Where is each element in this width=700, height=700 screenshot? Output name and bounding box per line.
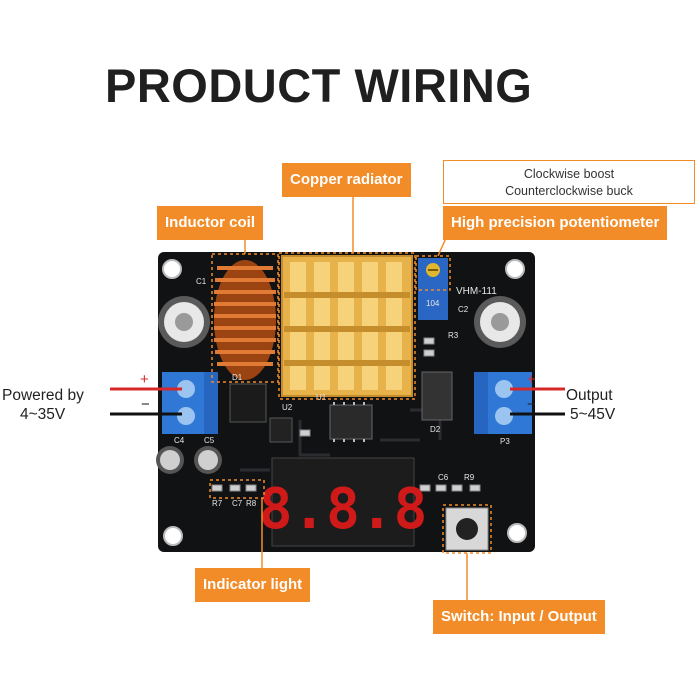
silk-r3: R3 (448, 331, 459, 340)
capacitor-c5 (194, 446, 222, 474)
controller-chip (329, 402, 373, 442)
potentiometer-note-line2: Counterclockwise buck (505, 184, 633, 198)
output-plus-sign: + (527, 371, 536, 388)
capacitor-c1 (158, 296, 210, 348)
push-button (445, 507, 489, 551)
callout-line-potentiometer (437, 237, 447, 257)
silk-r9: R9 (464, 473, 475, 482)
output-terminal (474, 372, 532, 434)
input-plus-sign: + (140, 371, 149, 388)
silk-u2: U2 (282, 403, 293, 412)
silk-model: VHM-111 (456, 286, 497, 297)
silk-u1: U1 (316, 393, 327, 402)
potentiometer (418, 258, 448, 320)
label-copper-radiator: Copper radiator (282, 163, 411, 197)
capacitor-c4 (156, 446, 184, 474)
silk-d2: D2 (430, 425, 441, 434)
label-switch: Switch: Input / Output (433, 600, 605, 634)
transistor-u2 (269, 417, 293, 443)
input-minus-sign: − (141, 396, 150, 413)
silk-c4: C4 (174, 436, 185, 445)
page-title: PRODUCT WIRING (105, 59, 533, 112)
output-label: Output 5~45V (566, 386, 615, 424)
input-label-line2: 4~35V (20, 406, 66, 423)
smd-components (211, 337, 481, 492)
label-indicator-light: Indicator light (195, 568, 311, 602)
highlight-potentiometer (415, 255, 451, 291)
output-label-line2: 5~45V (570, 406, 616, 423)
copper-radiator (281, 255, 413, 397)
silk-d1: D1 (232, 373, 243, 382)
led-display-digits: 8.8.8 (259, 477, 428, 542)
silk-c5: C5 (204, 436, 215, 445)
input-label-line1: Powered by (2, 387, 84, 404)
potentiometer-note: Clockwise boost Counterclockwise buck (443, 160, 695, 204)
mounting-holes (162, 259, 527, 546)
output-minus-sign: − (527, 396, 536, 413)
silk-r7: R7 (212, 499, 223, 508)
silk-c7: C7 (232, 499, 243, 508)
label-inductor-coil: Inductor coil (157, 206, 263, 240)
silk-c6: C6 (438, 473, 449, 482)
silk-c1: C1 (196, 277, 207, 286)
silk-pot: 104 (426, 299, 440, 308)
diode-d2 (421, 371, 453, 421)
silk-p3: P3 (500, 437, 510, 446)
input-terminal (162, 372, 218, 434)
led-display: 8.8.8 (259, 457, 428, 547)
inductor-coil (214, 260, 276, 380)
highlight-radiator (278, 252, 416, 400)
silk-r8: R8 (246, 499, 257, 508)
highlight-indicator (209, 479, 265, 499)
capacitor-c2 (474, 296, 526, 348)
potentiometer-note-line1: Clockwise boost (523, 167, 615, 181)
label-high-precision-potentiometer: High precision potentiometer (443, 206, 668, 240)
silk-c2: C2 (458, 305, 469, 314)
diode-d1 (229, 383, 267, 423)
input-label: Powered by 4~35V (2, 386, 84, 424)
output-label-line1: Output (566, 387, 613, 404)
